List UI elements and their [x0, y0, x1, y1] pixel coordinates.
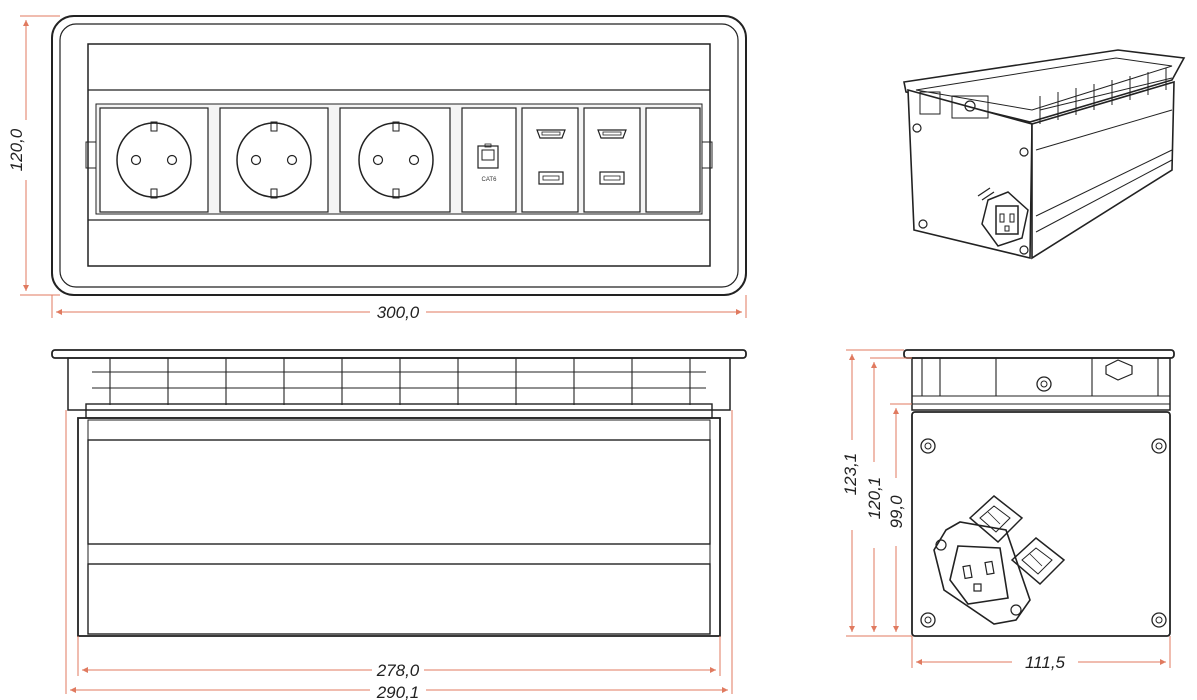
top-height-label: 120,0	[7, 128, 26, 171]
schuko-socket	[99, 107, 209, 213]
side-frame-height-label: 120,1	[865, 477, 884, 520]
iso-grille	[1039, 68, 1173, 124]
top-width-dimension	[51, 295, 747, 318]
top-view	[51, 15, 747, 296]
screw-icon	[918, 219, 928, 229]
side-frame-height-dimension	[870, 357, 912, 632]
schuko-socket	[219, 107, 329, 213]
screw-icon	[912, 123, 922, 133]
rj45-port	[1010, 537, 1066, 586]
front-outer-width-label: 290,1	[376, 683, 420, 700]
iec-inlet	[933, 521, 1031, 625]
iso-iec-inlet	[977, 187, 1029, 247]
side-view-flange	[903, 349, 1175, 359]
front-outer-width-dimension	[65, 410, 733, 694]
isometric-view	[903, 49, 1186, 260]
top-height-dimension	[20, 15, 60, 296]
blank-module	[645, 107, 701, 213]
front-inner-width-dimension	[77, 636, 721, 676]
screw-icon	[1036, 376, 1052, 392]
front-inner-width-label: 278,0	[376, 661, 420, 680]
top-view-outer-frame	[51, 15, 747, 296]
screw-icon	[920, 612, 936, 628]
front-view-grid	[92, 358, 706, 405]
front-view-body	[77, 417, 721, 637]
rj45-label: CAT6	[482, 177, 498, 183]
screw-icon	[1151, 438, 1167, 454]
screw-icon	[1151, 612, 1167, 628]
rj45-port	[968, 495, 1024, 544]
screw-icon	[1019, 147, 1029, 157]
side-total-height-dimension	[846, 349, 912, 637]
side-total-height-label: 123,1	[841, 453, 860, 496]
top-view-lid-plate	[87, 43, 711, 267]
front-view	[51, 349, 747, 637]
front-view-frame	[67, 357, 731, 411]
hdmi-usb-module	[521, 107, 579, 213]
screw-icon	[1019, 245, 1029, 255]
side-view-body	[911, 411, 1171, 637]
side-width-label: 111,5	[1025, 653, 1066, 672]
top-view-inner-frame	[59, 23, 739, 288]
side-body-height-label: 99,0	[887, 495, 906, 529]
schuko-socket	[339, 107, 451, 213]
rj45-module	[461, 107, 517, 213]
front-view-flange	[51, 349, 747, 359]
top-width-label: 300,0	[377, 303, 420, 322]
side-view-frame	[911, 357, 1171, 411]
screw-icon	[920, 438, 936, 454]
side-width-dimension	[911, 636, 1171, 668]
side-view	[903, 349, 1175, 637]
side-body-height-dimension	[890, 403, 912, 632]
hdmi-usb-module	[583, 107, 641, 213]
